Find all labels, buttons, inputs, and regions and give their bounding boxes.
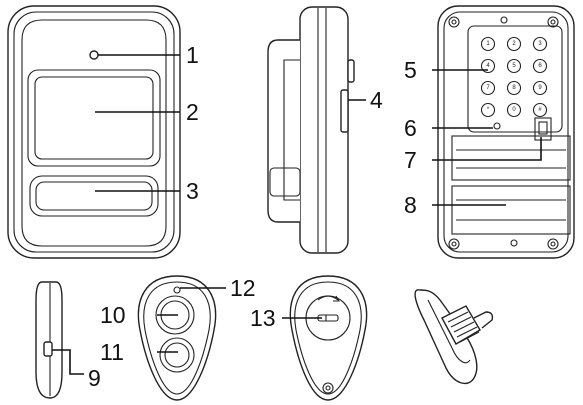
keypad-window (34, 76, 154, 160)
callout-11: 11 (100, 339, 124, 365)
back-keypad: 1 2 3 4 5 6 7 8 9 * 0 # (480, 36, 548, 118)
remote-back-view: 13 (250, 275, 368, 401)
keypad-key (480, 102, 496, 118)
callout-8: 8 (404, 192, 417, 218)
reset-hole (493, 122, 501, 130)
keypad-key (506, 102, 522, 118)
battery-slot-top (451, 135, 571, 181)
keypad-key (480, 80, 496, 96)
keypad-key-label: # (538, 107, 542, 113)
keypad-key-label: 6 (538, 63, 542, 69)
side-view: 4 (267, 6, 383, 254)
callout-5: 5 (404, 57, 417, 83)
front-view: 1 2 3 (7, 5, 199, 259)
keypad-key-label: 0 (512, 107, 516, 113)
keypad-key (506, 80, 522, 96)
keypad-key-label: 1 (486, 41, 490, 47)
keypad-key-label: 2 (512, 41, 516, 47)
keypad-key-label: * (487, 107, 490, 113)
remote-side-switch (43, 341, 53, 357)
keypad-key-label: 9 (538, 85, 542, 91)
back-view: 1 2 3 4 5 6 7 8 9 * 0 # 5 6 7 8 (404, 5, 575, 259)
keypad-key (532, 102, 548, 118)
callout-13: 13 (250, 305, 276, 331)
indicator-light (89, 50, 99, 60)
keypad-key (532, 80, 548, 96)
remote-button-lower (164, 342, 190, 368)
remote-front-view: 10 11 12 (100, 275, 256, 401)
remote-led (173, 286, 181, 294)
keypad-key (532, 36, 548, 52)
keypad-key-label: 4 (486, 63, 490, 69)
keypad-key (480, 58, 496, 74)
tamper-switch (538, 121, 548, 135)
keypad-key (480, 36, 496, 52)
callout-4: 4 (370, 87, 383, 113)
keypad-key-label: 7 (486, 85, 490, 91)
side-switch (340, 89, 349, 133)
keypad-key (506, 58, 522, 74)
callout-10: 10 (100, 302, 126, 328)
battery-slot-bottom (451, 185, 571, 235)
keypad-key-label: 5 (512, 63, 516, 69)
keypad-key-label: 3 (538, 41, 542, 47)
callout-2: 2 (186, 99, 199, 125)
back-keypad-panel (467, 25, 563, 133)
remote-perspective-view (414, 289, 494, 385)
callout-12: 12 (230, 275, 256, 301)
keypad-key-label: 8 (512, 85, 516, 91)
callout-9: 9 (88, 365, 101, 391)
callout-1: 1 (186, 42, 199, 68)
keypad-key (506, 36, 522, 52)
callout-3: 3 (186, 178, 199, 204)
callout-6: 6 (404, 115, 417, 141)
remote-side-view: 9 (35, 281, 101, 399)
keypad-key (532, 58, 548, 74)
card-reader-area (35, 181, 153, 211)
callout-7: 7 (404, 147, 417, 173)
